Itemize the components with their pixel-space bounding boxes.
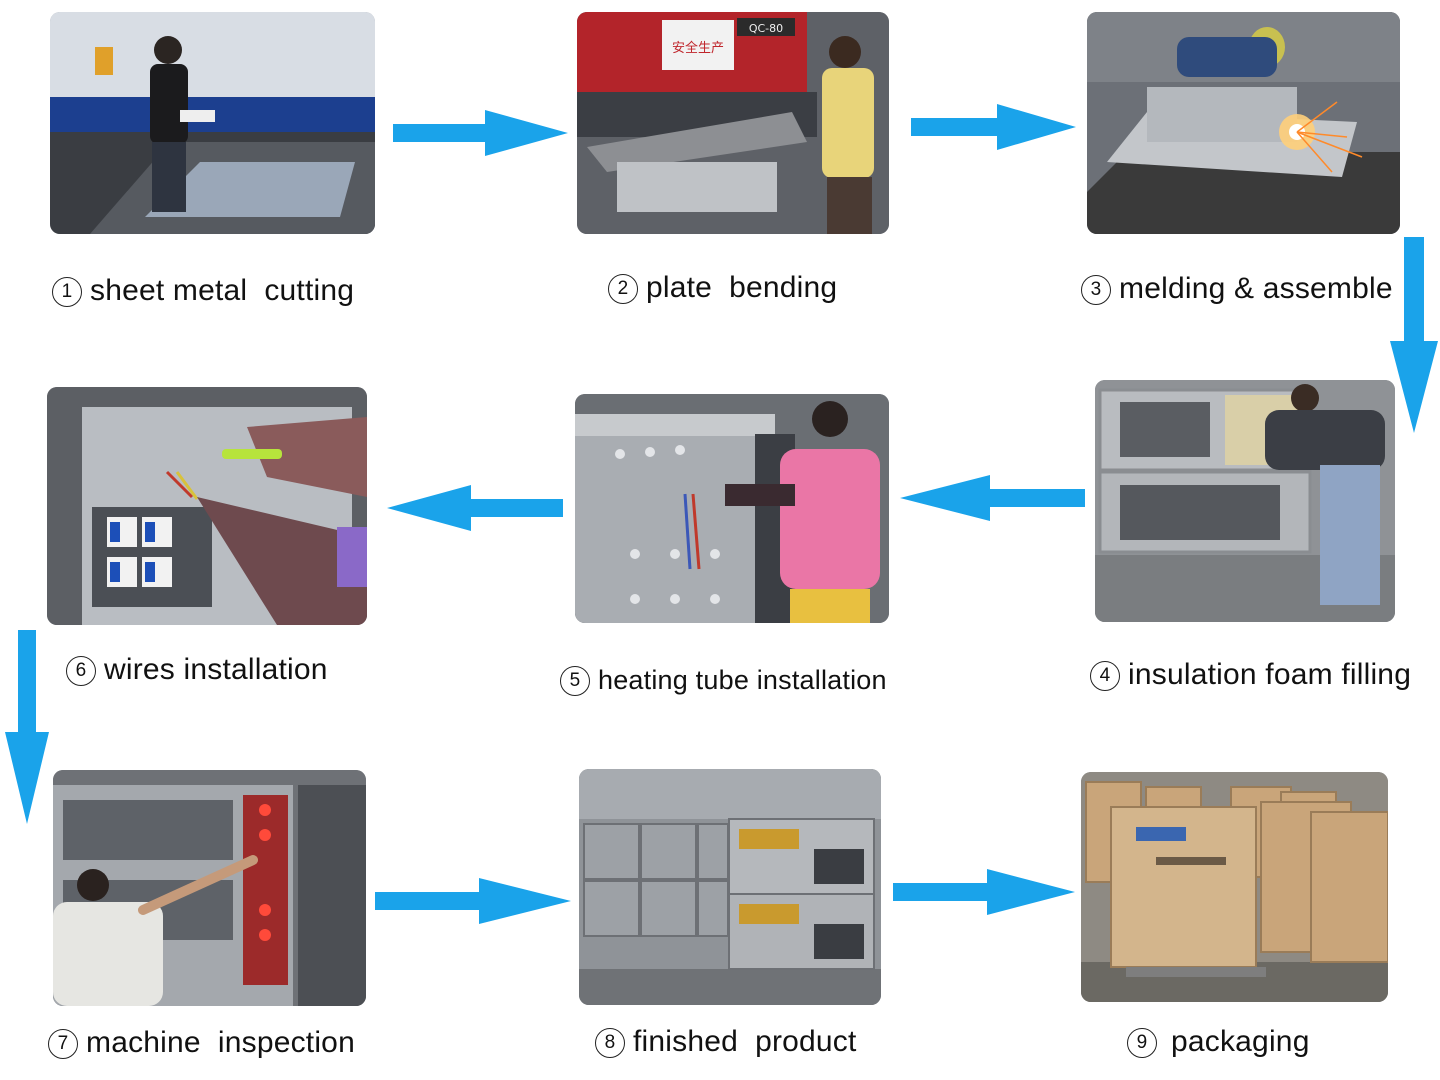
- safety-sign-text: 安全生产: [672, 40, 724, 56]
- photo-finished-product: [579, 769, 881, 1005]
- arrow-shape: [1390, 237, 1438, 433]
- arrow-shape: [900, 475, 1085, 521]
- arrow-right-2-to-3: [911, 104, 1076, 150]
- step-label: sheet metal cutting: [90, 274, 355, 307]
- step-label: machine inspection: [86, 1026, 355, 1059]
- arrow-shape: [387, 485, 563, 531]
- step-label: plate bending: [646, 271, 838, 304]
- caption-step-4: 4 insulation foam filling: [1090, 657, 1411, 693]
- step-number-badge: 3: [1081, 275, 1111, 305]
- step-label: insulation foam filling: [1128, 658, 1412, 691]
- caption-step-9: 9 packaging: [1127, 1024, 1310, 1060]
- arrow-down-3-to-4: [1390, 237, 1438, 433]
- caption-step-7: 7 machine inspection: [48, 1025, 355, 1061]
- arrow-shape: [911, 104, 1076, 150]
- machine-model-text: QC-80: [749, 22, 783, 35]
- arrow-down-6-to-7: [5, 630, 49, 824]
- step-label: packaging: [1171, 1025, 1310, 1058]
- arrow-shape: [893, 869, 1075, 915]
- step-number-badge: 8: [595, 1028, 625, 1058]
- step-label: heating tube installation: [598, 665, 887, 695]
- step-number-badge: 6: [66, 656, 96, 686]
- photo-heating-tube-installation: [575, 394, 889, 623]
- step-number-badge: 4: [1090, 661, 1120, 691]
- photo-insulation-foam-filling: [1095, 380, 1395, 622]
- caption-step-2: 2 plate bending: [608, 270, 837, 306]
- arrow-shape: [375, 878, 571, 924]
- step-number-badge: 2: [608, 274, 638, 304]
- caption-step-5: 5 heating tube installation: [560, 662, 887, 698]
- step-number-badge: 5: [560, 666, 590, 696]
- photo-packaging: [1081, 772, 1388, 1002]
- arrow-shape: [393, 110, 568, 156]
- arrow-right-7-to-8: [375, 878, 571, 924]
- step-label: wires installation: [104, 653, 328, 686]
- caption-step-3: 3 melding & assemble: [1081, 271, 1393, 307]
- step-number-badge: 9: [1127, 1028, 1157, 1058]
- photo-plate-bending: 安全生产 QC-80: [577, 12, 889, 234]
- photo-sheet-metal-cutting: [50, 12, 375, 234]
- arrow-left-5-to-6: [387, 485, 563, 531]
- step-number-badge: 1: [52, 277, 82, 307]
- arrow-right-8-to-9: [893, 869, 1075, 915]
- step-label: finished product: [633, 1025, 857, 1058]
- caption-step-1: 1 sheet metal cutting: [52, 273, 354, 309]
- arrow-left-4-to-5: [900, 475, 1085, 521]
- caption-step-8: 8 finished product: [595, 1024, 857, 1060]
- step-label: melding & assemble: [1119, 272, 1393, 305]
- arrow-shape: [5, 630, 49, 824]
- photo-machine-inspection: [53, 770, 366, 1006]
- photo-welding-assemble: [1087, 12, 1400, 234]
- photo-wires-installation: [47, 387, 367, 625]
- caption-step-6: 6 wires installation: [66, 652, 328, 688]
- arrow-right-1-to-2: [393, 110, 568, 156]
- step-number-badge: 7: [48, 1029, 78, 1059]
